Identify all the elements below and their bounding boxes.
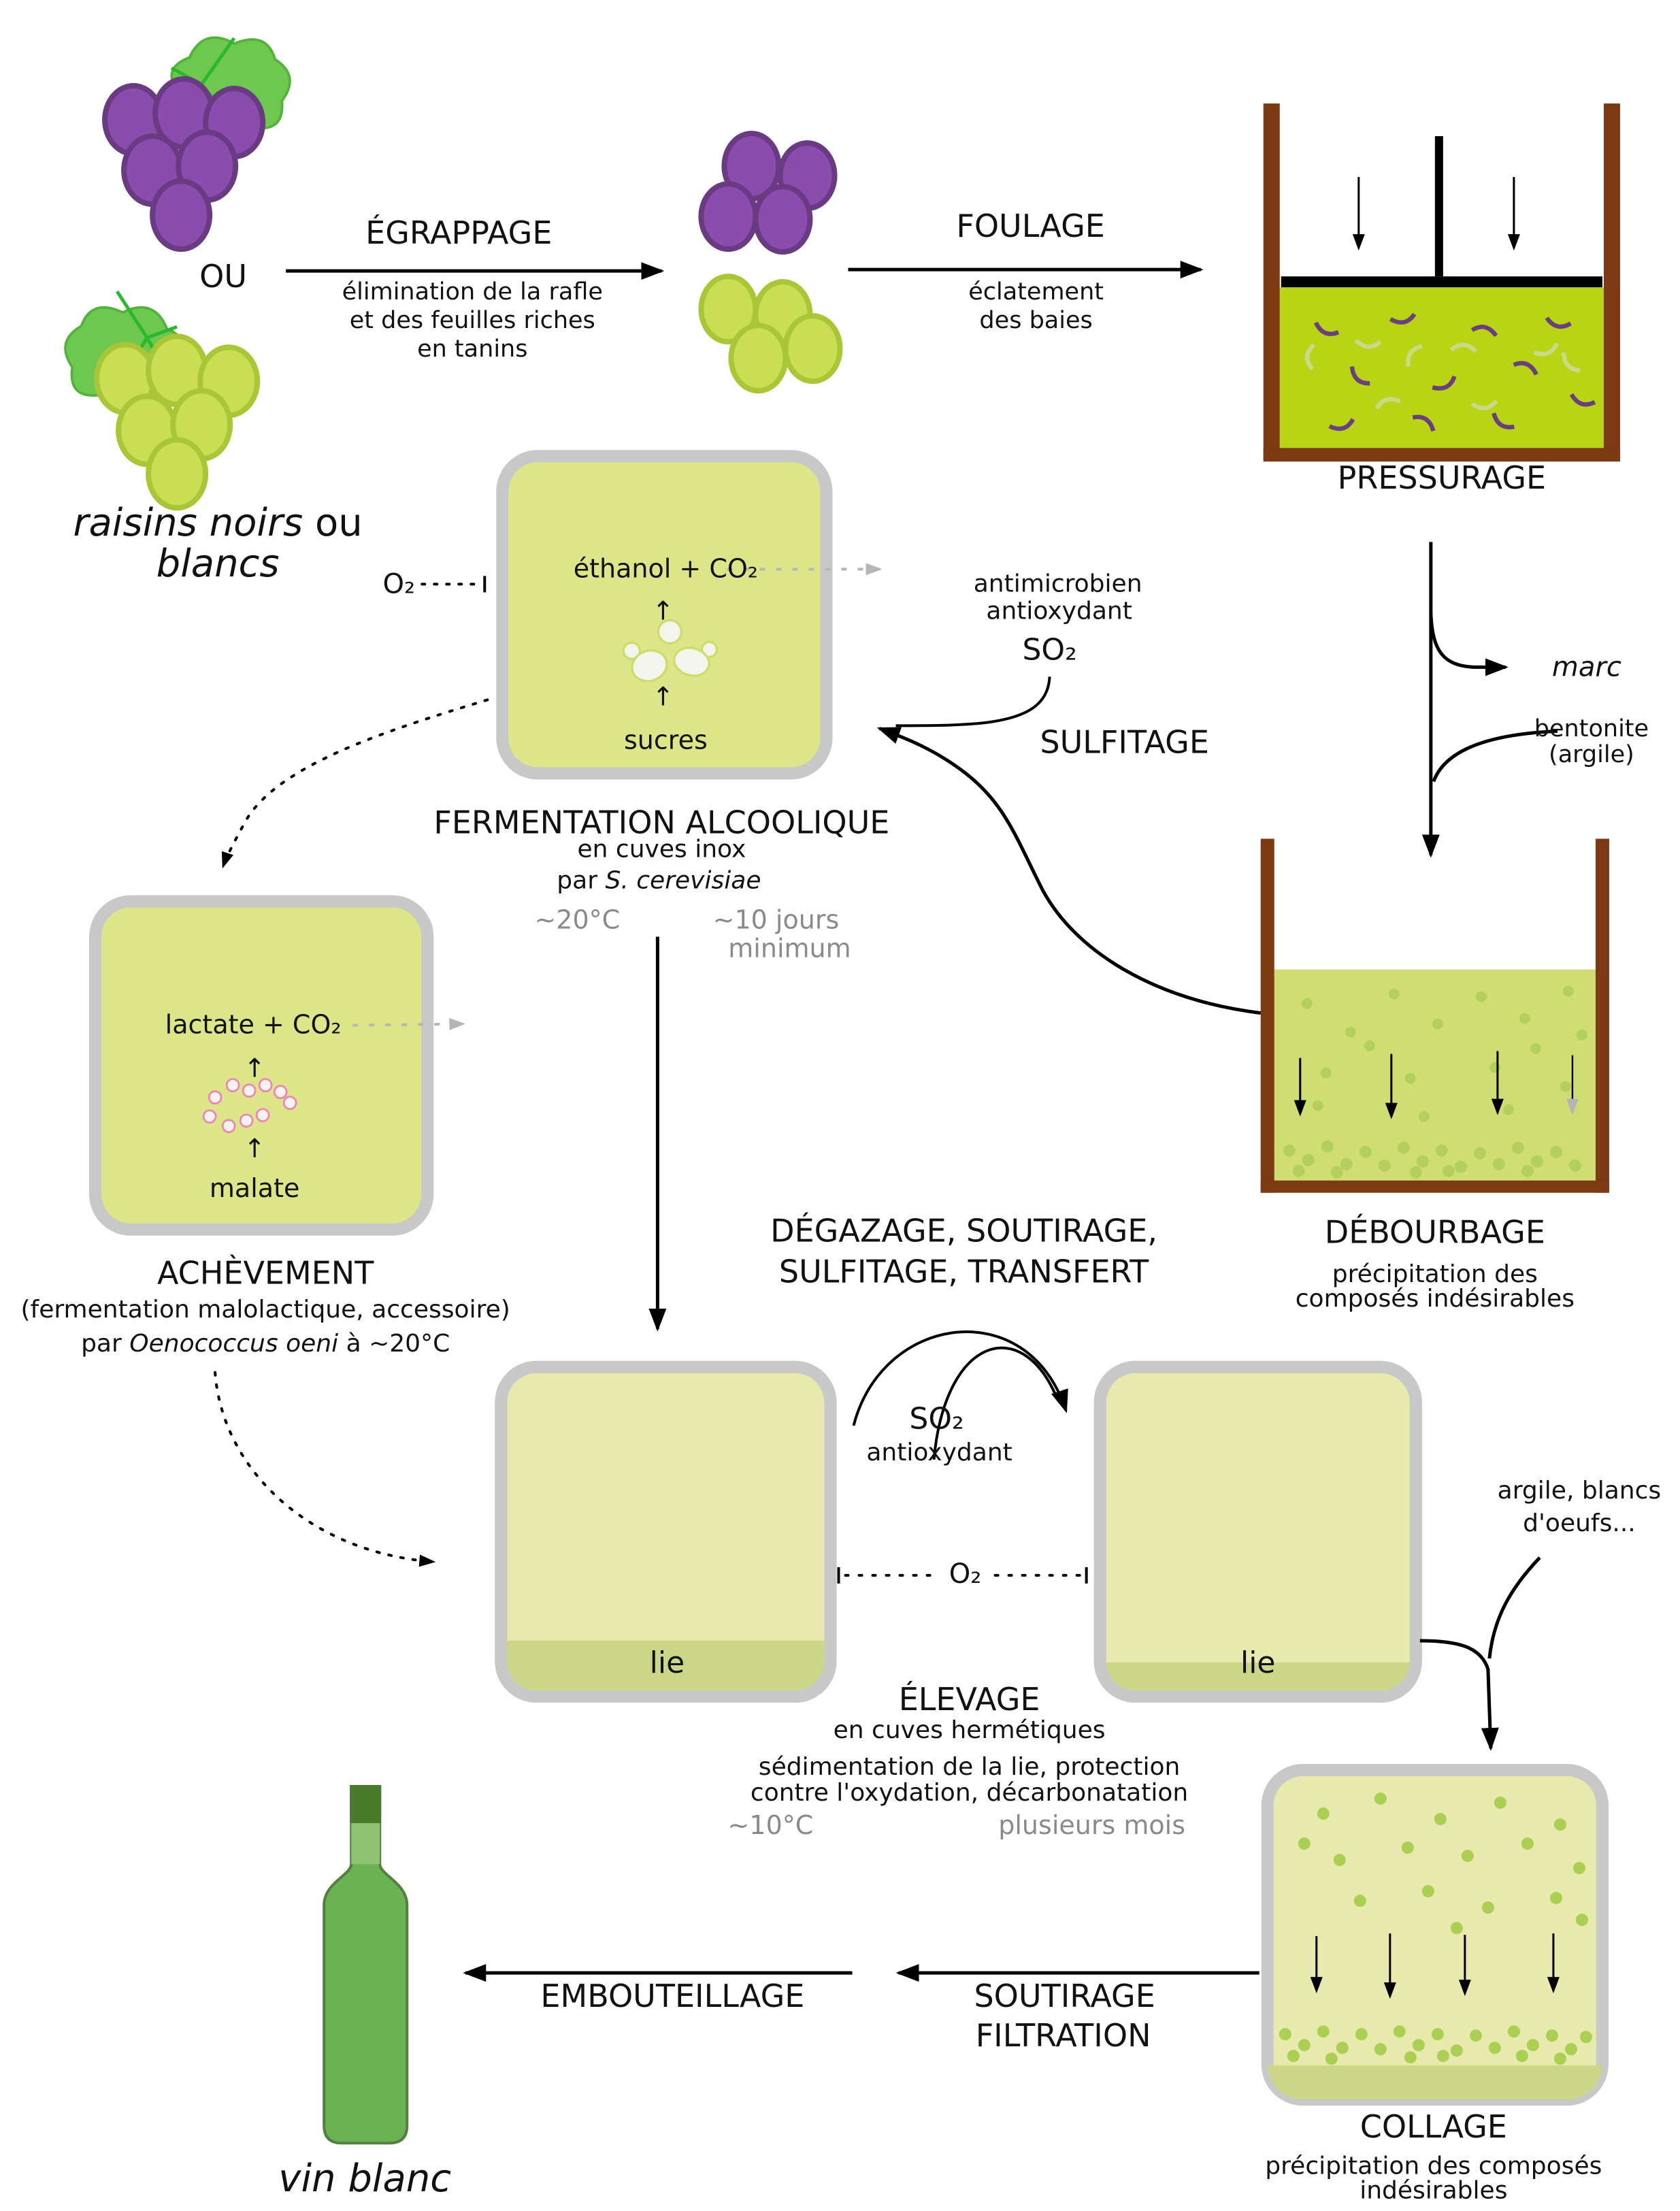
debourbage-desc1: précipitation des — [1332, 1260, 1538, 1289]
o2-blocked-between-vats — [837, 1567, 1088, 1584]
fining-agents-note2: d'oeufs... — [1523, 1509, 1636, 1539]
foulage-title: FOULAGE — [956, 209, 1105, 246]
egrappage-desc1: élimination de la rafle — [342, 278, 603, 306]
fermentation-desc1: en cuves inox — [577, 835, 746, 864]
elevage-desc3: contre l'oxydation, décarbonatation — [750, 1779, 1189, 1808]
malate-label: malate — [209, 1173, 300, 1204]
grapes-caption-line2: blancs — [156, 540, 280, 586]
black-grapes-illustration — [102, 27, 297, 252]
lie-label-vat1: lie — [649, 1646, 685, 1681]
bentonite-label2: (argile) — [1549, 742, 1634, 770]
up-arrow-icon: ↑ — [244, 1053, 266, 1084]
sulfitage-note1: antimicrobien — [973, 570, 1142, 599]
debourbage-to-fermentation-arrow — [876, 727, 1262, 1015]
egrappage-desc3: en tanins — [417, 335, 528, 363]
elevage-duration: plusieurs mois — [998, 1811, 1186, 1841]
sulfitage-title: SULFITAGE — [1040, 725, 1209, 761]
destemmed-black-berries — [698, 131, 838, 255]
or-label: OU — [199, 260, 248, 296]
white-grapes-illustration — [61, 290, 261, 511]
up-arrow-icon: ↑ — [244, 1134, 266, 1164]
elevage-temp: ~10°C — [727, 1811, 814, 1841]
collage-desc2: indésirables — [1360, 2176, 1508, 2206]
achevement-title: ACHÈVEMENT — [157, 1256, 374, 1292]
grapes-caption-line1: raisins noirs ou — [73, 499, 363, 545]
elevage-desc2: sédimentation de la lie, protection — [758, 1753, 1181, 1782]
transfer-arc-arrow — [852, 1330, 1068, 1426]
marc-branch-arrow — [1429, 612, 1509, 676]
achevement-desc2: par Oenococcus oeni à ~20°C — [81, 1329, 450, 1358]
debourbage-desc2: composés indésirables — [1295, 1284, 1575, 1313]
degazage-title-line1: DÉGAZAGE, SOUTIRAGE, — [770, 1214, 1157, 1250]
degazage-title-line2: SULFITAGE, TRANSFERT — [778, 1255, 1149, 1291]
fermentation-to-achevement-dotted-arrow — [221, 698, 489, 869]
bentonite-label1: bentonite — [1534, 716, 1649, 744]
foulage-desc2: des baies — [979, 307, 1093, 335]
fermentation-desc2: par S. cerevisiae — [557, 866, 761, 896]
fermentation-title: FERMENTATION ALCOOLIQUE — [433, 806, 890, 842]
fermentation-duration1: ~10 jours — [712, 905, 840, 936]
up-arrow-icon: ↑ — [652, 682, 674, 713]
debourbage-vat-illustration — [1260, 838, 1609, 1193]
pressurage-title: PRESSURAGE — [1337, 461, 1547, 497]
wine-bottle-illustration — [323, 1785, 409, 2145]
ethanol-co2-label: éthanol + CO₂ — [573, 554, 759, 585]
fermentation-duration2: minimum — [728, 934, 851, 964]
sulfitage-so2-label: SO₂ — [1022, 634, 1077, 668]
elevage-to-collage-arrow — [1419, 1639, 1499, 1752]
soutirage-label: SOUTIRAGE — [974, 1980, 1155, 2016]
filtration-label: FILTRATION — [975, 2019, 1151, 2055]
lie-label-vat2: lie — [1240, 1646, 1276, 1681]
achevement-desc1: (fermentation malolactique, accessoire) — [20, 1295, 510, 1324]
egrappage-desc2: et des feuilles riches — [349, 307, 595, 335]
vin-blanc-label: vin blanc — [278, 2155, 452, 2201]
embouteillage-label: EMBOUTEILLAGE — [540, 1980, 805, 2016]
co2-release-arrow-achevement — [352, 1017, 466, 1030]
destemmed-white-berries — [698, 274, 843, 394]
egrappage-title: ÉGRAPPAGE — [365, 216, 553, 252]
transfer-arc-inner — [932, 1346, 1058, 1460]
so2-input-line — [895, 676, 1051, 727]
o2-label-fermentation: O₂ — [382, 567, 416, 600]
lactate-co2-label: lactate + CO₂ — [165, 1010, 342, 1041]
elevage-vat-2 — [1093, 1360, 1422, 1703]
elevage-title: ÉLEVAGE — [898, 1682, 1040, 1718]
yeast-cells-illustration — [622, 619, 719, 683]
debourbage-title: DÉBOURBAGE — [1324, 1215, 1545, 1251]
elevage-vat-1 — [495, 1360, 837, 1703]
fining-agents-note1: argile, blancs — [1497, 1476, 1662, 1505]
achevement-to-elevage-dotted-arrow — [214, 1371, 436, 1567]
collage-vat — [1261, 1764, 1609, 2106]
sulfitage-note2: antioxydant — [986, 597, 1132, 626]
degazage-so2-label: SO₂ — [909, 1403, 964, 1437]
sucres-label: sucres — [623, 725, 708, 756]
foulage-desc1: éclatement — [968, 278, 1104, 306]
fermentation-temp: ~20°C — [534, 905, 621, 936]
marc-label: marc — [1551, 650, 1621, 683]
collage-title: COLLAGE — [1360, 2110, 1507, 2146]
fining-agents-input-line — [1487, 1556, 1541, 1659]
up-arrow-icon: ↑ — [652, 596, 674, 627]
bacteria-cells-illustration — [202, 1078, 297, 1134]
bentonite-input-line — [1432, 729, 1558, 783]
fermentation-vat — [496, 450, 833, 780]
collage-desc1: précipitation des composés — [1265, 2152, 1602, 2181]
o2-label-elevage: O₂ — [949, 1556, 982, 1590]
press-illustration — [1263, 103, 1620, 462]
elevage-desc1: en cuves hermétiques — [833, 1716, 1106, 1746]
degazage-antioxydant-label: antioxydant — [866, 1438, 1012, 1467]
achevement-vat — [89, 895, 434, 1236]
